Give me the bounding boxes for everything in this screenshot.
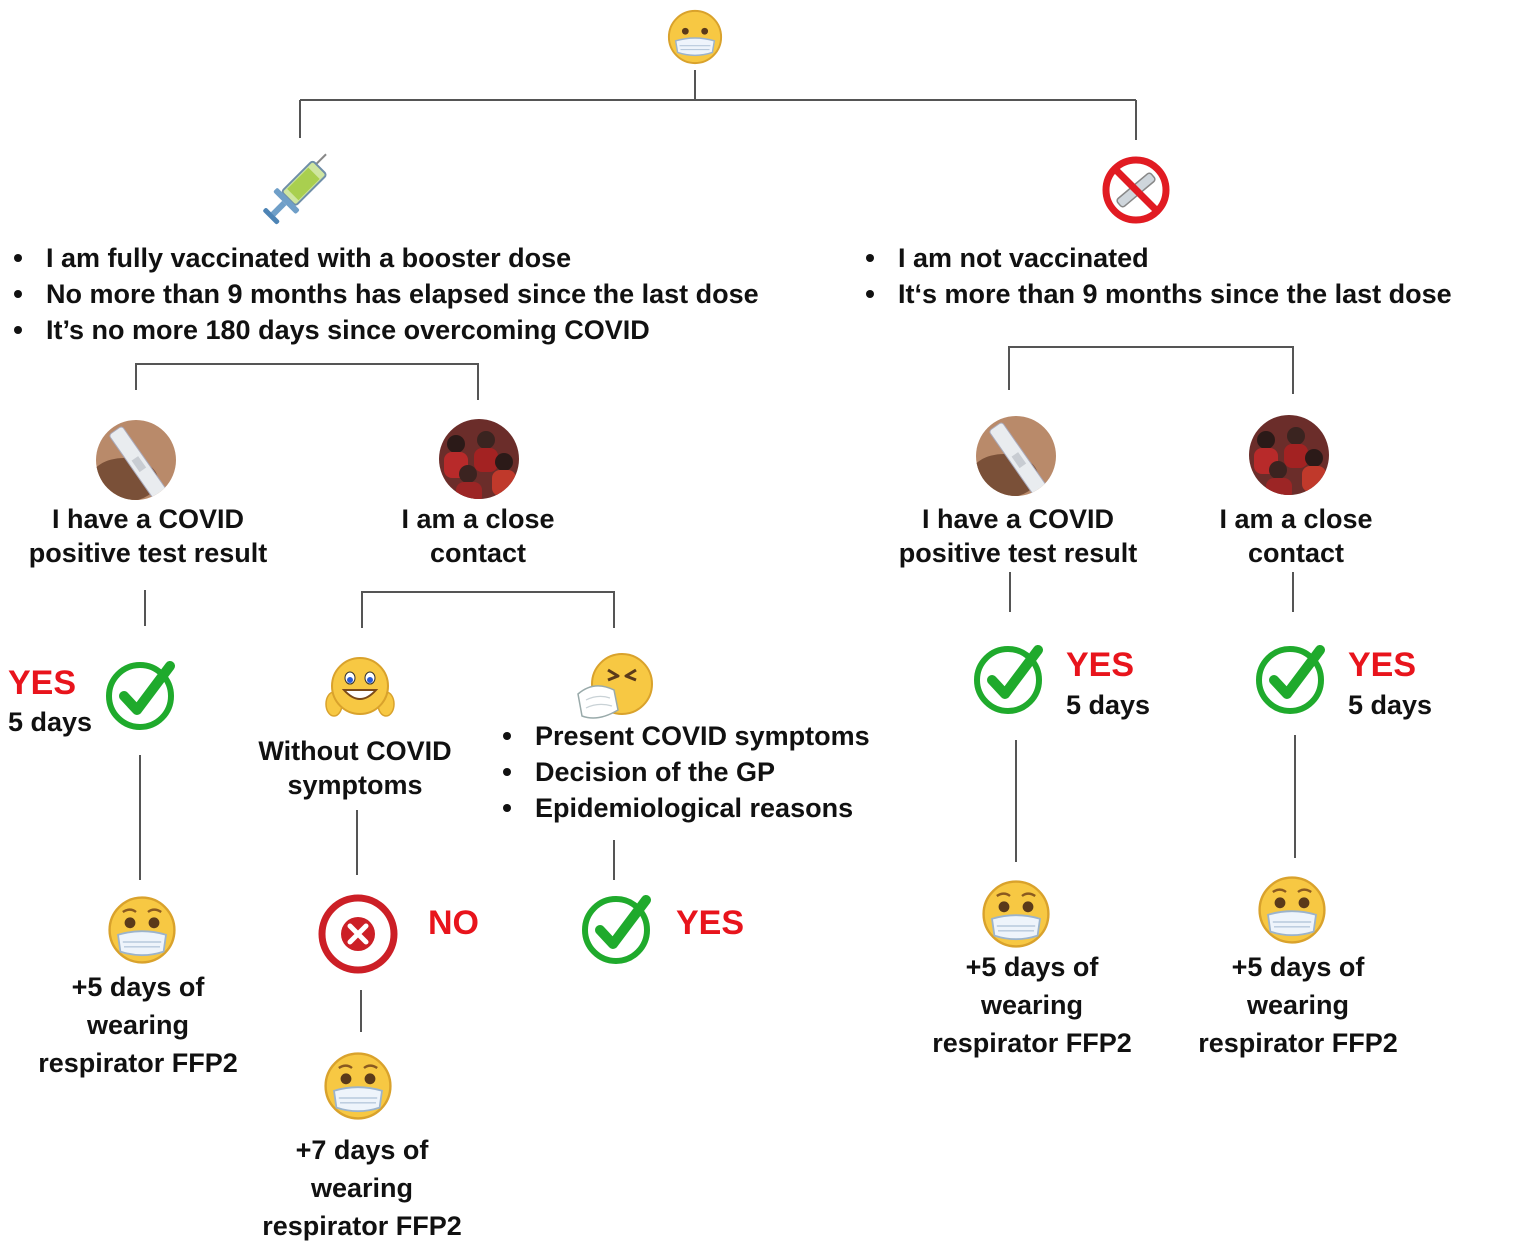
symptom-criterion: Present COVID symptoms [497,718,870,754]
unvacc-positive-label: I have a COVID positive test result [898,504,1138,568]
masked-face-icon [667,9,723,65]
vacc-contact-label: I am a close contact [401,504,555,568]
symptom-criterion: Decision of the GP [497,754,870,790]
masked-face-icon [108,896,176,964]
vacc-positive-label: I have a COVID positive test result [28,504,268,568]
smiling-face-icon [325,657,395,717]
connector-contact-vacc [361,591,615,628]
no-symptoms-answer: NO [428,904,479,942]
check-mark-icon [974,645,1043,714]
vacc-positive-answer: YES [8,664,77,702]
check-mark-icon [1256,645,1325,714]
no-symptoms-label: Without COVID symptoms [258,736,452,800]
sneezing-face-icon [577,653,653,719]
symptom-criterion: Epidemiological reasons [497,790,870,826]
unvacc-contact-answer: YES [1348,646,1417,684]
symptoms-criteria-list: Present COVID symptoms Decision of the G… [497,718,870,826]
connector-vaccinated [135,363,479,400]
vacc-positive-duration: 5 days [8,707,93,737]
test-swab-icon [96,420,176,500]
check-mark-icon [106,661,175,730]
test-swab-icon [976,416,1056,496]
vaccinated-criterion: It’s no more 180 days since overcoming C… [8,312,759,348]
unvacc-contact-label: I am a close contact [1219,504,1373,568]
unvacc-positive-duration: 5 days [1066,690,1151,720]
crowd-icon [1249,415,1329,495]
no-vaccine-icon [1102,156,1170,224]
syringe-icon [263,153,327,225]
symptoms-answer: YES [676,904,745,942]
crowd-icon [439,419,519,499]
unvacc-positive-followup: +5 days of wearing respirator FFP2 [932,952,1132,1058]
masked-face-icon [324,1052,392,1120]
vaccinated-criteria-list: I am fully vaccinated with a booster dos… [8,240,759,348]
connector-root [299,70,1137,140]
masked-face-icon [1258,876,1326,944]
unvaccinated-criteria-list: I am not vaccinated It‘s more than 9 mon… [860,240,1452,312]
unvaccinated-criterion: It‘s more than 9 months since the last d… [860,276,1452,312]
vaccinated-criterion: No more than 9 months has elapsed since … [8,276,759,312]
masked-face-icon [982,880,1050,948]
unvacc-contact-followup: +5 days of wearing respirator FFP2 [1198,952,1398,1058]
unvaccinated-criterion: I am not vaccinated [860,240,1452,276]
unvacc-contact-duration: 5 days [1348,690,1433,720]
vacc-positive-followup: +5 days of wearing respirator FFP2 [38,972,238,1078]
connector-vertical-stems [139,572,1296,1032]
connector-unvaccinated [1008,346,1294,394]
unvacc-positive-answer: YES [1066,646,1135,684]
cross-mark-icon [318,894,398,974]
check-mark-icon [582,895,651,964]
vaccinated-criterion: I am fully vaccinated with a booster dos… [8,240,759,276]
no-symptoms-followup: +7 days of wearing respirator FFP2 [262,1135,462,1241]
